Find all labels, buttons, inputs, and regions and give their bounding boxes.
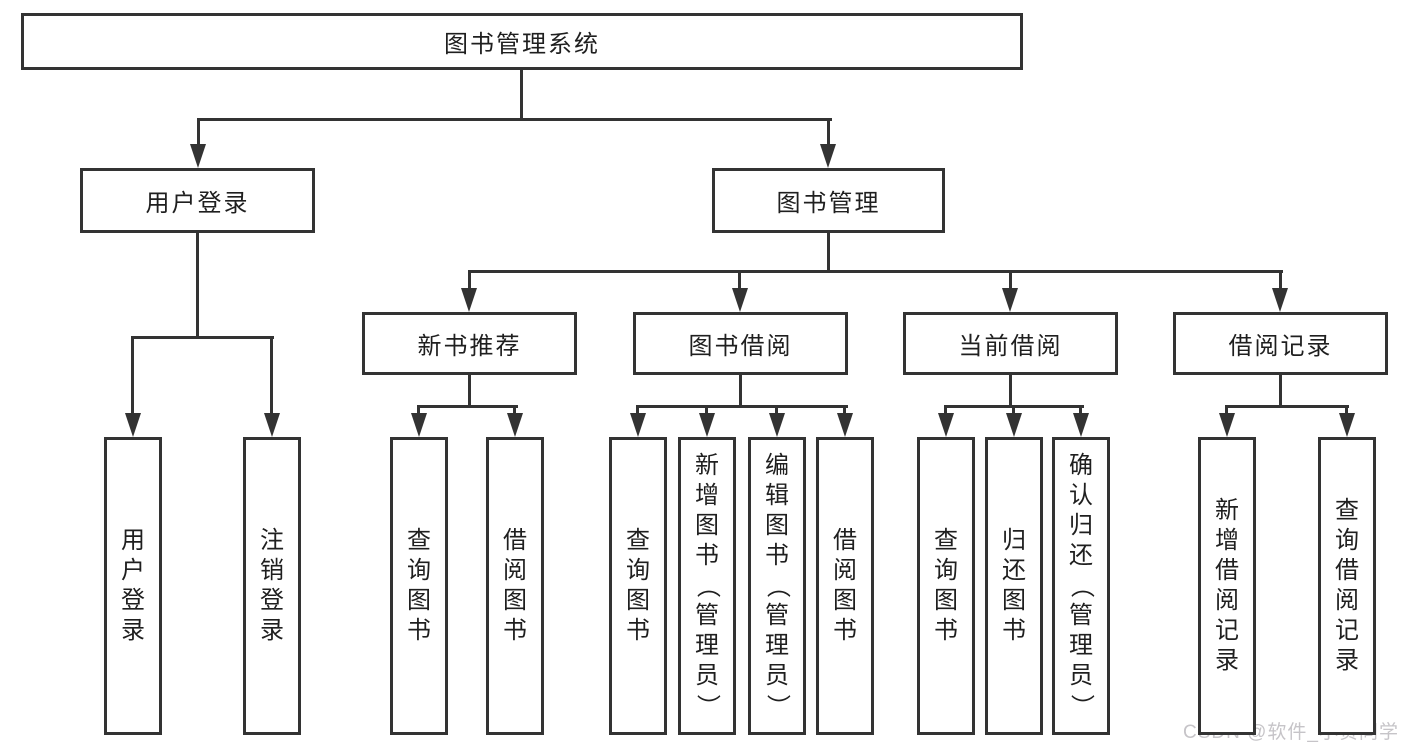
connector-line — [1012, 405, 1015, 417]
arrow-down-icon — [461, 288, 477, 312]
connector-line — [1009, 375, 1012, 408]
leaf-recommend-query-book: 查询图书 — [390, 437, 448, 735]
connector-line — [131, 336, 274, 339]
leaf-borrow-borrow-book: 借阅图书 — [816, 437, 874, 735]
node-new-book-recommend: 新书推荐 — [362, 312, 577, 375]
arrow-down-icon — [507, 413, 523, 437]
connector-line — [843, 405, 846, 417]
arrow-down-icon — [938, 413, 954, 437]
connector-line — [468, 270, 471, 290]
arrow-down-icon — [1073, 413, 1089, 437]
connector-line — [705, 405, 708, 417]
connector-line — [827, 233, 830, 273]
node-current-borrow: 当前借阅 — [903, 312, 1118, 375]
connector-line — [739, 375, 742, 408]
connector-line — [1009, 270, 1012, 290]
connector-line — [131, 336, 134, 416]
connector-line — [197, 118, 832, 121]
connector-line — [1345, 405, 1348, 417]
arrow-down-icon — [820, 144, 836, 168]
connector-line — [1279, 270, 1282, 290]
leaf-borrow-query-book: 查询图书 — [609, 437, 667, 735]
connector-line — [417, 405, 420, 417]
connector-line — [196, 232, 199, 336]
connector-line — [944, 405, 947, 417]
connector-line — [1225, 405, 1228, 417]
arrow-down-icon — [837, 413, 853, 437]
arrow-down-icon — [630, 413, 646, 437]
connector-line — [827, 118, 830, 148]
arrow-down-icon — [1006, 413, 1022, 437]
connector-line — [636, 405, 639, 417]
leaf-borrow-edit-book-admin: 编辑图书（管理员） — [748, 437, 806, 735]
connector-line — [197, 118, 200, 148]
leaf-logout: 注销登录 — [243, 437, 301, 735]
arrow-down-icon — [1272, 288, 1288, 312]
leaf-user-login: 用户登录 — [104, 437, 162, 735]
node-root: 图书管理系统 — [21, 13, 1023, 70]
connector-line — [270, 336, 273, 416]
connector-line — [1079, 405, 1082, 417]
node-book-borrow: 图书借阅 — [633, 312, 848, 375]
arrow-down-icon — [699, 413, 715, 437]
leaf-current-query-book: 查询图书 — [917, 437, 975, 735]
connector-line — [513, 405, 516, 417]
arrow-down-icon — [264, 413, 280, 437]
connector-line — [417, 405, 518, 408]
node-book-management: 图书管理 — [712, 168, 945, 233]
leaf-records-query-record: 查询借阅记录 — [1318, 437, 1376, 735]
arrow-down-icon — [411, 413, 427, 437]
connector-line — [468, 375, 471, 408]
arrow-down-icon — [125, 413, 141, 437]
connector-line — [775, 405, 778, 417]
connector-line — [1279, 375, 1282, 408]
connector-line — [1225, 405, 1349, 408]
leaf-current-confirm-return-admin: 确认归还（管理员） — [1052, 437, 1110, 735]
connector-line — [636, 405, 848, 408]
arrow-down-icon — [1339, 413, 1355, 437]
connector-line — [738, 270, 741, 290]
node-user-login: 用户登录 — [80, 168, 315, 233]
connector-line — [520, 70, 523, 118]
arrow-down-icon — [769, 413, 785, 437]
leaf-current-return-book: 归还图书 — [985, 437, 1043, 735]
node-borrow-records: 借阅记录 — [1173, 312, 1388, 375]
arrow-down-icon — [1002, 288, 1018, 312]
connector-line — [468, 270, 1283, 273]
arrow-down-icon — [1219, 413, 1235, 437]
arrow-down-icon — [190, 144, 206, 168]
arrow-down-icon — [732, 288, 748, 312]
leaf-records-add-record: 新增借阅记录 — [1198, 437, 1256, 735]
leaf-borrow-add-book-admin: 新增图书（管理员） — [678, 437, 736, 735]
leaf-recommend-borrow-book: 借阅图书 — [486, 437, 544, 735]
